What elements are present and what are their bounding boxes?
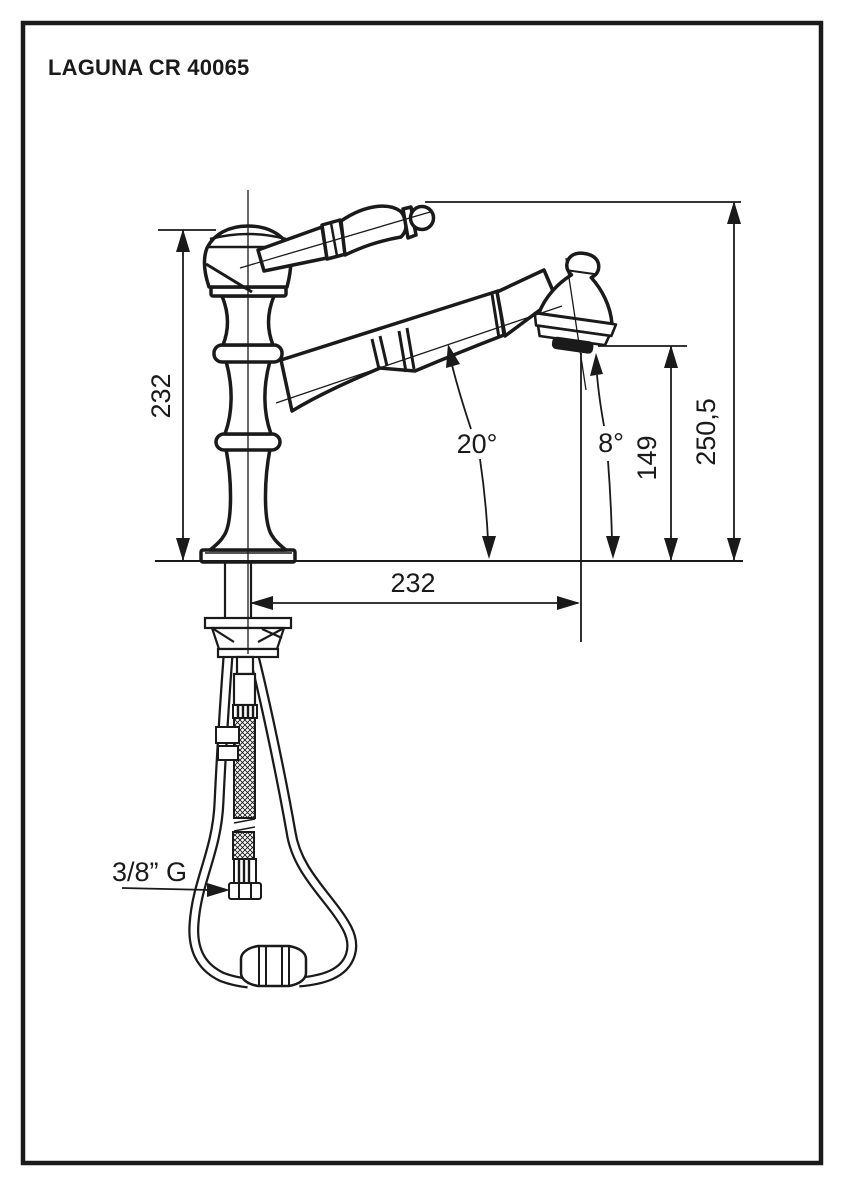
lever-ball-end <box>408 204 436 232</box>
under-counter-assembly <box>188 562 358 989</box>
dimensions: 232 250,5 149 232 <box>112 201 741 897</box>
spout-axis <box>275 305 563 404</box>
dim-body-height-label: 232 <box>146 373 176 418</box>
dim-overall-height: 250,5 <box>425 201 741 561</box>
spray-head <box>533 251 618 354</box>
pullout-hose-loop <box>188 654 358 989</box>
lever-handle <box>256 204 436 273</box>
angle-head: 8° <box>590 353 624 559</box>
drawing-title: LAGUNA CR 40065 <box>48 55 249 80</box>
spout-arm <box>279 268 558 413</box>
angle-spout: 20° <box>446 344 497 559</box>
head-axis <box>565 257 587 391</box>
angle-spout-label: 20° <box>457 429 498 459</box>
dim-reach-label: 232 <box>390 568 435 598</box>
thread-callout: 3/8” G <box>112 857 230 897</box>
centerlines <box>239 190 587 654</box>
dim-outlet-height-label: 149 <box>632 435 662 480</box>
dim-overall-height-label: 250,5 <box>691 398 721 466</box>
dim-outlet-height: 149 <box>598 345 687 561</box>
thread-label: 3/8” G <box>112 857 187 887</box>
counterweight <box>239 944 308 988</box>
angle-head-label: 8° <box>598 428 624 458</box>
hose-connector <box>215 726 240 761</box>
page-border <box>20 20 824 1166</box>
faucet <box>199 204 618 564</box>
lever-axis <box>239 211 431 269</box>
dim-reach: 232 <box>250 353 582 642</box>
spray-outlet <box>551 336 594 354</box>
thread-fitting <box>228 882 262 900</box>
dim-body-height: 232 <box>146 229 216 561</box>
